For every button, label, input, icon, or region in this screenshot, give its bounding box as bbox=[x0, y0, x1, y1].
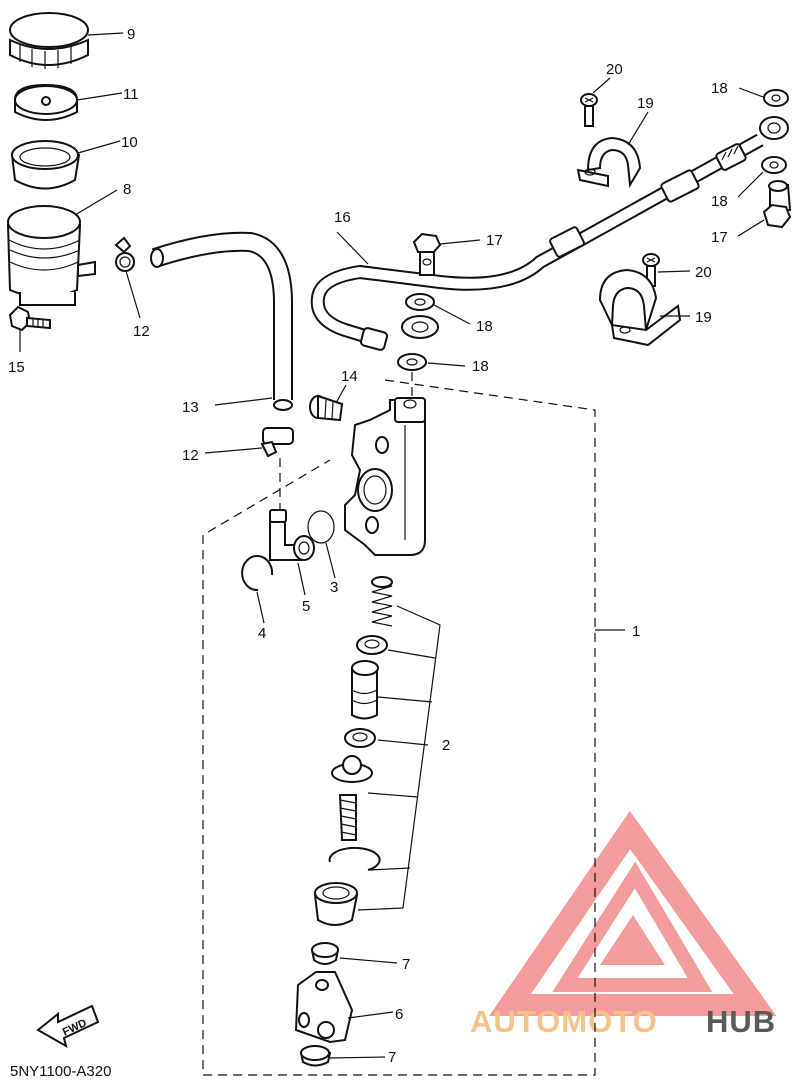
fwd-arrow-icon: FWD bbox=[36, 1004, 100, 1049]
part-12-hose-clamp-upper bbox=[114, 236, 135, 272]
part-17-banjo-bolt-right bbox=[762, 180, 792, 229]
callout-20-lower: 20 bbox=[695, 264, 712, 281]
callout-6: 6 bbox=[395, 1006, 403, 1023]
part-20-screw-upper bbox=[580, 93, 598, 127]
callout-11: 11 bbox=[123, 86, 139, 103]
part-18-washer-top-right bbox=[763, 89, 789, 107]
hose-banjo-upper bbox=[759, 116, 789, 140]
callout-3: 3 bbox=[330, 579, 338, 596]
part-15-bolt bbox=[8, 305, 51, 332]
callout-4: 4 bbox=[258, 625, 266, 642]
part-16-brake-hose bbox=[310, 133, 764, 347]
callout-18-top-right: 18 bbox=[711, 80, 728, 97]
part-7-nut-upper bbox=[310, 942, 340, 965]
callout-19-upper: 19 bbox=[637, 95, 654, 112]
part-4-circlip bbox=[241, 555, 274, 592]
hose-banjo-lower bbox=[359, 315, 439, 351]
watermark-text-automoto: AUTOMOTO bbox=[470, 1004, 658, 1039]
part-18-washer-lower bbox=[397, 353, 427, 371]
callout-17-right: 17 bbox=[711, 229, 728, 246]
callout-14: 14 bbox=[341, 368, 358, 385]
callout-17-left: 17 bbox=[486, 232, 503, 249]
part-9-reservoir-cap bbox=[9, 12, 89, 69]
callout-19-lower: 19 bbox=[695, 309, 712, 326]
callout-10: 10 bbox=[121, 134, 138, 151]
part-2-piston-kit bbox=[313, 576, 393, 926]
callout-18-lower: 18 bbox=[472, 358, 489, 375]
callout-16: 16 bbox=[334, 209, 351, 226]
part-13-reservoir-hose bbox=[151, 231, 293, 400]
callout-1: 1 bbox=[632, 623, 640, 640]
part-11-diaphragm-plate bbox=[14, 83, 78, 121]
part-18-washer-right bbox=[761, 156, 787, 174]
part-2-leader bbox=[357, 605, 441, 911]
callout-9: 9 bbox=[127, 26, 135, 43]
callout-12-upper: 12 bbox=[133, 323, 150, 340]
assembly-boundary bbox=[202, 379, 596, 1076]
callout-2: 2 bbox=[442, 737, 450, 754]
callout-12-lower: 12 bbox=[182, 447, 199, 464]
part-17-banjo-bolt-left bbox=[412, 232, 442, 276]
part-7-nut-lower bbox=[299, 1045, 332, 1067]
part-6-clevis bbox=[294, 971, 354, 1044]
callout-7-upper: 7 bbox=[402, 956, 410, 973]
callout-15: 15 bbox=[8, 359, 25, 376]
part-14-bolt bbox=[309, 394, 344, 422]
part-19-hose-clamp-lower bbox=[598, 268, 682, 347]
part-19-hose-clamp-upper bbox=[576, 136, 642, 189]
watermark-text-hub: HUB bbox=[706, 1004, 776, 1039]
callout-7-lower: 7 bbox=[388, 1049, 396, 1066]
part-5-hose-joint bbox=[269, 509, 315, 561]
callout-18-right: 18 bbox=[711, 193, 728, 210]
callout-18-left: 18 bbox=[476, 318, 493, 335]
part-18-washer-left bbox=[405, 293, 435, 311]
diagram-code: 5NY1100-A320 bbox=[10, 1063, 111, 1080]
callout-5: 5 bbox=[302, 598, 310, 615]
part-12-hose-clamp-lower bbox=[260, 427, 294, 458]
callout-13: 13 bbox=[182, 399, 199, 416]
callout-8: 8 bbox=[123, 181, 131, 198]
callout-labels: 1 2 3 4 5 6 7 7 8 9 10 11 12 12 13 14 15… bbox=[8, 26, 728, 1066]
part-8-reservoir-tank bbox=[6, 205, 96, 306]
watermark-logo bbox=[489, 810, 777, 1016]
callout-20-upper: 20 bbox=[606, 61, 623, 78]
master-cylinder-body bbox=[344, 397, 426, 556]
part-10-diaphragm bbox=[10, 140, 81, 190]
part-3-o-ring bbox=[307, 510, 335, 544]
